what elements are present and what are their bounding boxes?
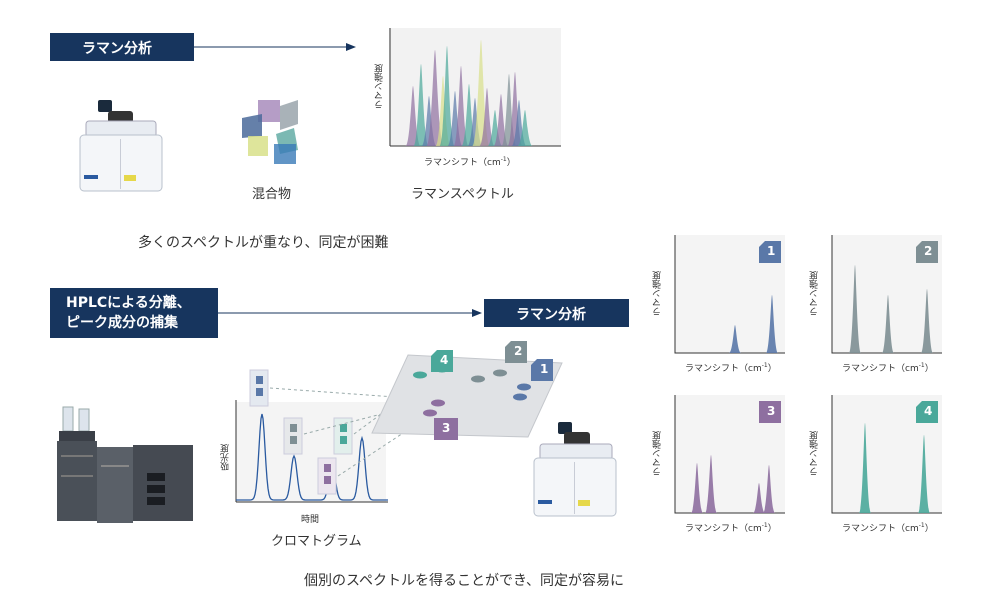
raman-analysis-label-top: ラマン分析 (50, 33, 194, 61)
arrow-top (194, 43, 356, 51)
mini-peak-1 (918, 435, 930, 513)
raman-spectrum-caption: ラマンスペクトル (411, 187, 514, 202)
overlap-spectrum-chart (389, 28, 561, 147)
overlap-peak-5 (439, 46, 455, 146)
mini-peak-1 (882, 295, 894, 353)
problem-text: 多くのスペクトルが重なり、同定が困難 (138, 235, 389, 251)
mini-xlabel: ラマンシフト（cm-1） (685, 362, 777, 374)
mini-peak-1 (766, 295, 778, 353)
mini-peak-3 (763, 465, 775, 513)
mini-spectrum-1: 1 ラマン強度ラマンシフト（cm-1） (653, 235, 788, 375)
mini-peak-2 (753, 483, 765, 513)
mini-spectrum-3: 3 ラマン強度ラマンシフト（cm-1） (653, 395, 788, 535)
mini-xlabel: ラマンシフト（cm-1） (685, 522, 777, 534)
mini-ylabel: ラマン強度 (810, 271, 820, 316)
plate-tag-4: 4 (431, 350, 457, 372)
plate-tag-1: 1 (531, 359, 555, 381)
overlap-peak-1 (413, 64, 429, 146)
raman-instrument-bottom-icon (533, 422, 617, 517)
chromatogram-chart (235, 400, 388, 503)
overlap-peak-11 (479, 88, 495, 146)
mini-spectrum-chart (831, 235, 942, 354)
plate-tag-2: 2 (505, 341, 529, 363)
mini-ylabel: ラマン強度 (810, 431, 820, 476)
mini-spectrum-chart (674, 395, 785, 514)
hplc-separation-label: HPLCによる分離、 ピーク成分の捕集 (50, 288, 218, 338)
raman-analysis-bottom-text: ラマン分析 (516, 307, 586, 323)
mixture-icon (242, 100, 298, 164)
mini-number: 1 (767, 244, 776, 258)
hplc-line2: ピーク成分の捕集 (66, 315, 178, 331)
mini-spectrum-2: 2 ラマン強度ラマンシフト（cm-1） (810, 235, 945, 375)
mini-peak-2 (921, 289, 933, 353)
mini-ylabel: ラマン強度 (653, 271, 663, 316)
mini-xlabel: ラマンシフト（cm-1） (842, 522, 934, 534)
mini-ylabel: ラマン強度 (653, 431, 663, 476)
mini-spectrum-4: 4 ラマン強度ラマンシフト（cm-1） (810, 395, 945, 535)
mini-peak-0 (849, 265, 861, 353)
mini-axes (674, 235, 785, 354)
overlap-ylabel: ラマン強度 (375, 64, 385, 109)
chromatogram-caption: クロマトグラム (271, 534, 362, 549)
mixture-label: 混合物 (252, 187, 292, 202)
mini-number-tag: 2 (916, 241, 938, 263)
mini-axes (831, 395, 942, 514)
mini-number: 3 (767, 404, 776, 418)
chromatogram-xlabel: 時間 (301, 515, 320, 525)
mini-peak-0 (729, 325, 741, 353)
arrow-bottom (218, 309, 482, 317)
mini-peak-0 (691, 463, 703, 513)
conclusion-text: 個別のスペクトルを得ることができ、同定が容易に (304, 573, 625, 589)
mini-spectrum-chart (831, 395, 942, 514)
mini-spectrum-chart (674, 235, 785, 354)
mini-axes (831, 235, 942, 354)
mini-peak-1 (705, 455, 717, 513)
hplc-instrument-icon (57, 406, 193, 523)
mini-number: 2 (924, 244, 933, 258)
plate-tag-3: 3 (434, 418, 458, 440)
mini-peak-0 (859, 423, 871, 513)
overlap-xlabel: ラマンシフト（cm-1） (424, 156, 516, 168)
mini-number-tag: 3 (759, 401, 781, 423)
chromatogram-trace (236, 413, 388, 501)
raman-instrument-icon (79, 100, 163, 192)
mini-axes (674, 395, 785, 514)
raman-analysis-label-bottom: ラマン分析 (484, 299, 629, 327)
mini-number: 4 (924, 404, 933, 418)
mini-number-tag: 4 (916, 401, 938, 423)
hplc-line1: HPLCによる分離、 (66, 295, 191, 311)
mini-number-tag: 1 (759, 241, 781, 263)
overlap-peak-7 (453, 66, 469, 146)
mini-xlabel: ラマンシフト（cm-1） (842, 362, 934, 374)
overlap-peak-3 (426, 50, 444, 146)
raman-analysis-text: ラマン分析 (82, 41, 152, 57)
overlap-peak-17 (517, 110, 533, 146)
